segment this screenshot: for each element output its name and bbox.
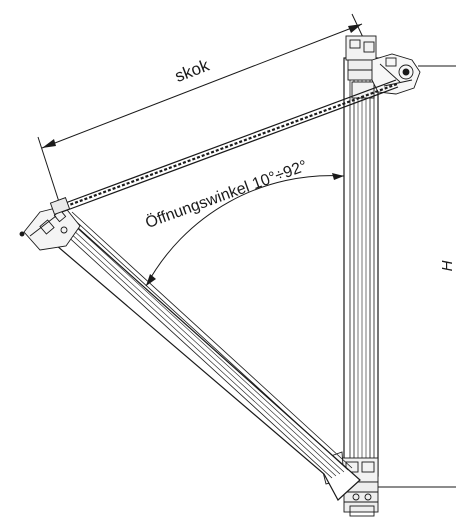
window-sash-open <box>35 207 361 501</box>
travel-dimension-line <box>41 23 363 149</box>
height-label: H <box>439 260 456 271</box>
opening-angle-arc <box>145 173 345 287</box>
travel-label: skok <box>172 56 212 86</box>
angle-arrow-start <box>146 274 156 286</box>
travel-arrow-start <box>42 139 56 148</box>
travel-extension-line-bottom <box>37 136 61 206</box>
opening-angle-label: Öffnungswinkel 10°÷92° <box>143 157 310 232</box>
window-frame-fixed <box>343 57 379 477</box>
sash-end-detail <box>19 205 81 251</box>
actuator-head <box>49 197 71 215</box>
travel-dimension <box>37 13 369 206</box>
chain-actuator <box>59 79 399 213</box>
travel-arrow-end <box>348 24 362 33</box>
height-dimension <box>378 65 456 488</box>
top-hinge-detail <box>345 35 421 99</box>
angle-arrow-end <box>332 173 344 180</box>
